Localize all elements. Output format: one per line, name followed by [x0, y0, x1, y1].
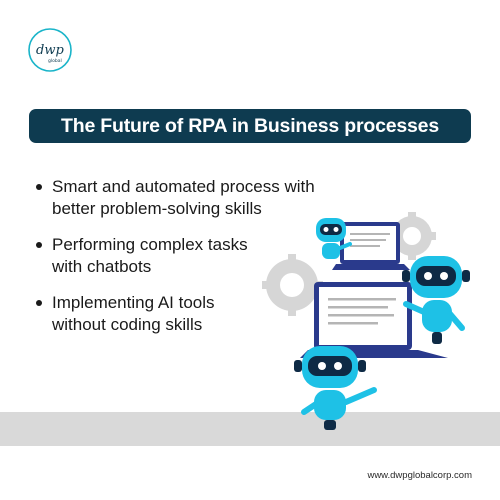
bullet-line: without coding skills [52, 315, 203, 334]
dwp-logo: dwp global [27, 27, 73, 73]
bullet-line: better problem-solving skills [52, 199, 262, 218]
gear-icon [266, 216, 432, 311]
website-url[interactable]: www.dwpglobalcorp.com [367, 470, 472, 481]
robot-right [402, 256, 470, 344]
bullet-line: Implementing AI tools [52, 293, 215, 312]
svg-text:global: global [48, 58, 62, 64]
bullet-item: Implementing AI tools without coding ski… [33, 292, 333, 336]
robot-small [316, 218, 352, 259]
bullet-line: Smart and automated process with [52, 177, 315, 196]
bullet-list: Smart and automated process with better … [33, 176, 333, 350]
robots-illustration [261, 200, 500, 435]
title-banner: The Future of RPA in Business processes [29, 109, 471, 143]
svg-text:dwp: dwp [36, 43, 64, 58]
bullet-line: with chatbots [52, 257, 152, 276]
dwp-logo-icon: dwp global [28, 28, 72, 72]
footer-band [0, 412, 500, 446]
robots-with-laptops-illustration [261, 212, 470, 430]
bullet-item: Performing complex tasks with chatbots [33, 234, 333, 278]
robot-bottom [294, 346, 377, 430]
laptop-small [332, 222, 410, 270]
bullet-item: Smart and automated process with better … [33, 176, 333, 220]
bullet-line: Performing complex tasks [52, 235, 248, 254]
